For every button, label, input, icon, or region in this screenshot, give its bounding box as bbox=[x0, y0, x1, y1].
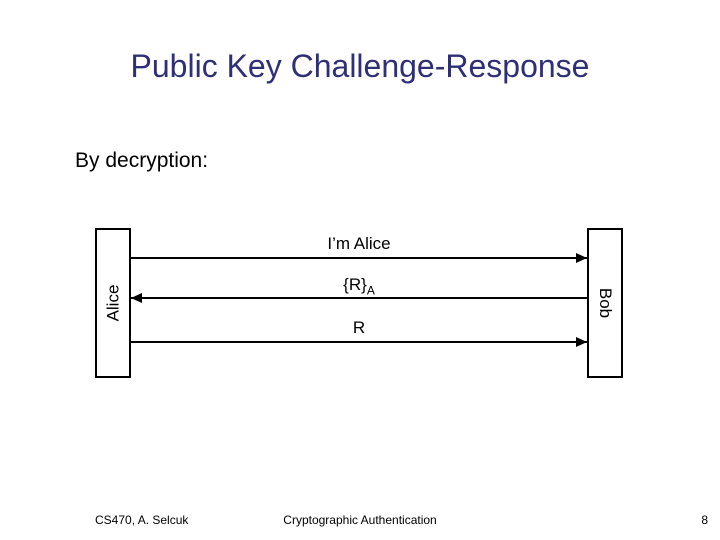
slide-title: Public Key Challenge-Response bbox=[130, 48, 590, 84]
message-text: I’m Alice bbox=[327, 234, 391, 253]
actor-box-bob: Bob bbox=[587, 228, 623, 378]
arrowhead-left-icon bbox=[131, 293, 142, 303]
footer-course-label: CS470, A. Selcuk bbox=[95, 513, 189, 527]
message-arrow-right bbox=[131, 253, 587, 263]
actor-label-bob: Bob bbox=[596, 287, 615, 319]
actor-box-alice: Alice bbox=[95, 228, 131, 378]
arrowhead-right-icon bbox=[576, 253, 587, 263]
message-label-r: R bbox=[131, 318, 587, 337]
slide-subtitle: By decryption: bbox=[75, 149, 209, 172]
message-text: R bbox=[352, 318, 366, 337]
actor-label-alice: Alice bbox=[103, 284, 123, 322]
message-text: {R} bbox=[343, 275, 367, 294]
footer-page-number: 8 bbox=[701, 513, 708, 527]
message-arrow-left bbox=[131, 293, 587, 303]
arrowhead-right-icon bbox=[576, 337, 587, 347]
footer-section-title: Cryptographic Authentication bbox=[283, 513, 437, 527]
message-label-encrypted-r: {R}A bbox=[131, 275, 587, 298]
message-label-im-alice: I’m Alice bbox=[131, 234, 587, 253]
message-subscript: A bbox=[366, 283, 375, 298]
message-arrow-right bbox=[131, 337, 587, 347]
